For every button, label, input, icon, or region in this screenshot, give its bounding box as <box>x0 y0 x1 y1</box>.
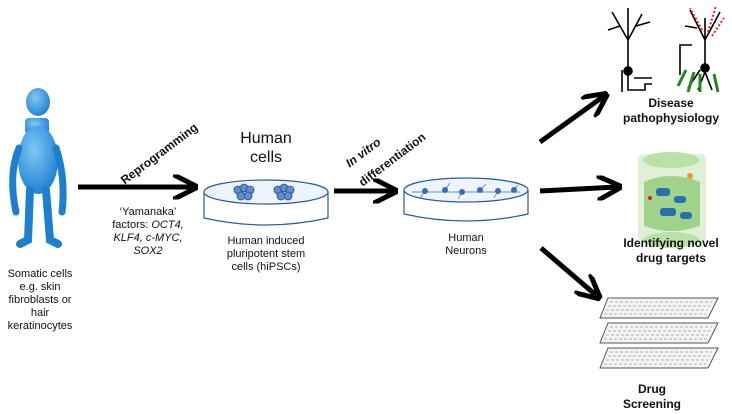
microplate-stack-icon <box>599 297 719 369</box>
neurons-label: Human Neurons <box>445 232 487 257</box>
human-cells-label: Human cells <box>240 130 292 166</box>
neuron-schematic-icon <box>607 8 721 92</box>
factor-klf4-cmyc: KLF4, c-MYC, <box>113 232 183 244</box>
hipsc-label: Human induced pluripotent stem cells (hi… <box>226 235 306 273</box>
disease-arrow <box>538 96 604 145</box>
neuron-dish-icon <box>403 177 529 222</box>
screening-arrow <box>539 246 597 296</box>
hipsc-dish-icon <box>203 179 329 226</box>
person-figure-icon <box>9 88 67 248</box>
targets-arrow <box>539 187 617 191</box>
somatic-cells-label: Somatic cells e.g. skin fibroblasts or h… <box>7 268 73 332</box>
factor-oct4: OCT4, <box>151 219 184 231</box>
yamanaka-factors-label: ‘Yamanaka’ factors: OCT4, KLF4, c-MYC, S… <box>88 206 208 258</box>
factor-sox2: SOX2 <box>133 245 163 257</box>
disease-pathophysiology-label: Disease pathophysiology <box>623 96 719 125</box>
drug-target-illustration-icon <box>638 152 706 248</box>
drug-screening-label: Drug Screening <box>622 382 682 411</box>
yamanaka-text: ‘Yamanaka’ factors: <box>112 206 177 231</box>
drug-targets-label: Identifying novel drug targets <box>623 236 719 265</box>
